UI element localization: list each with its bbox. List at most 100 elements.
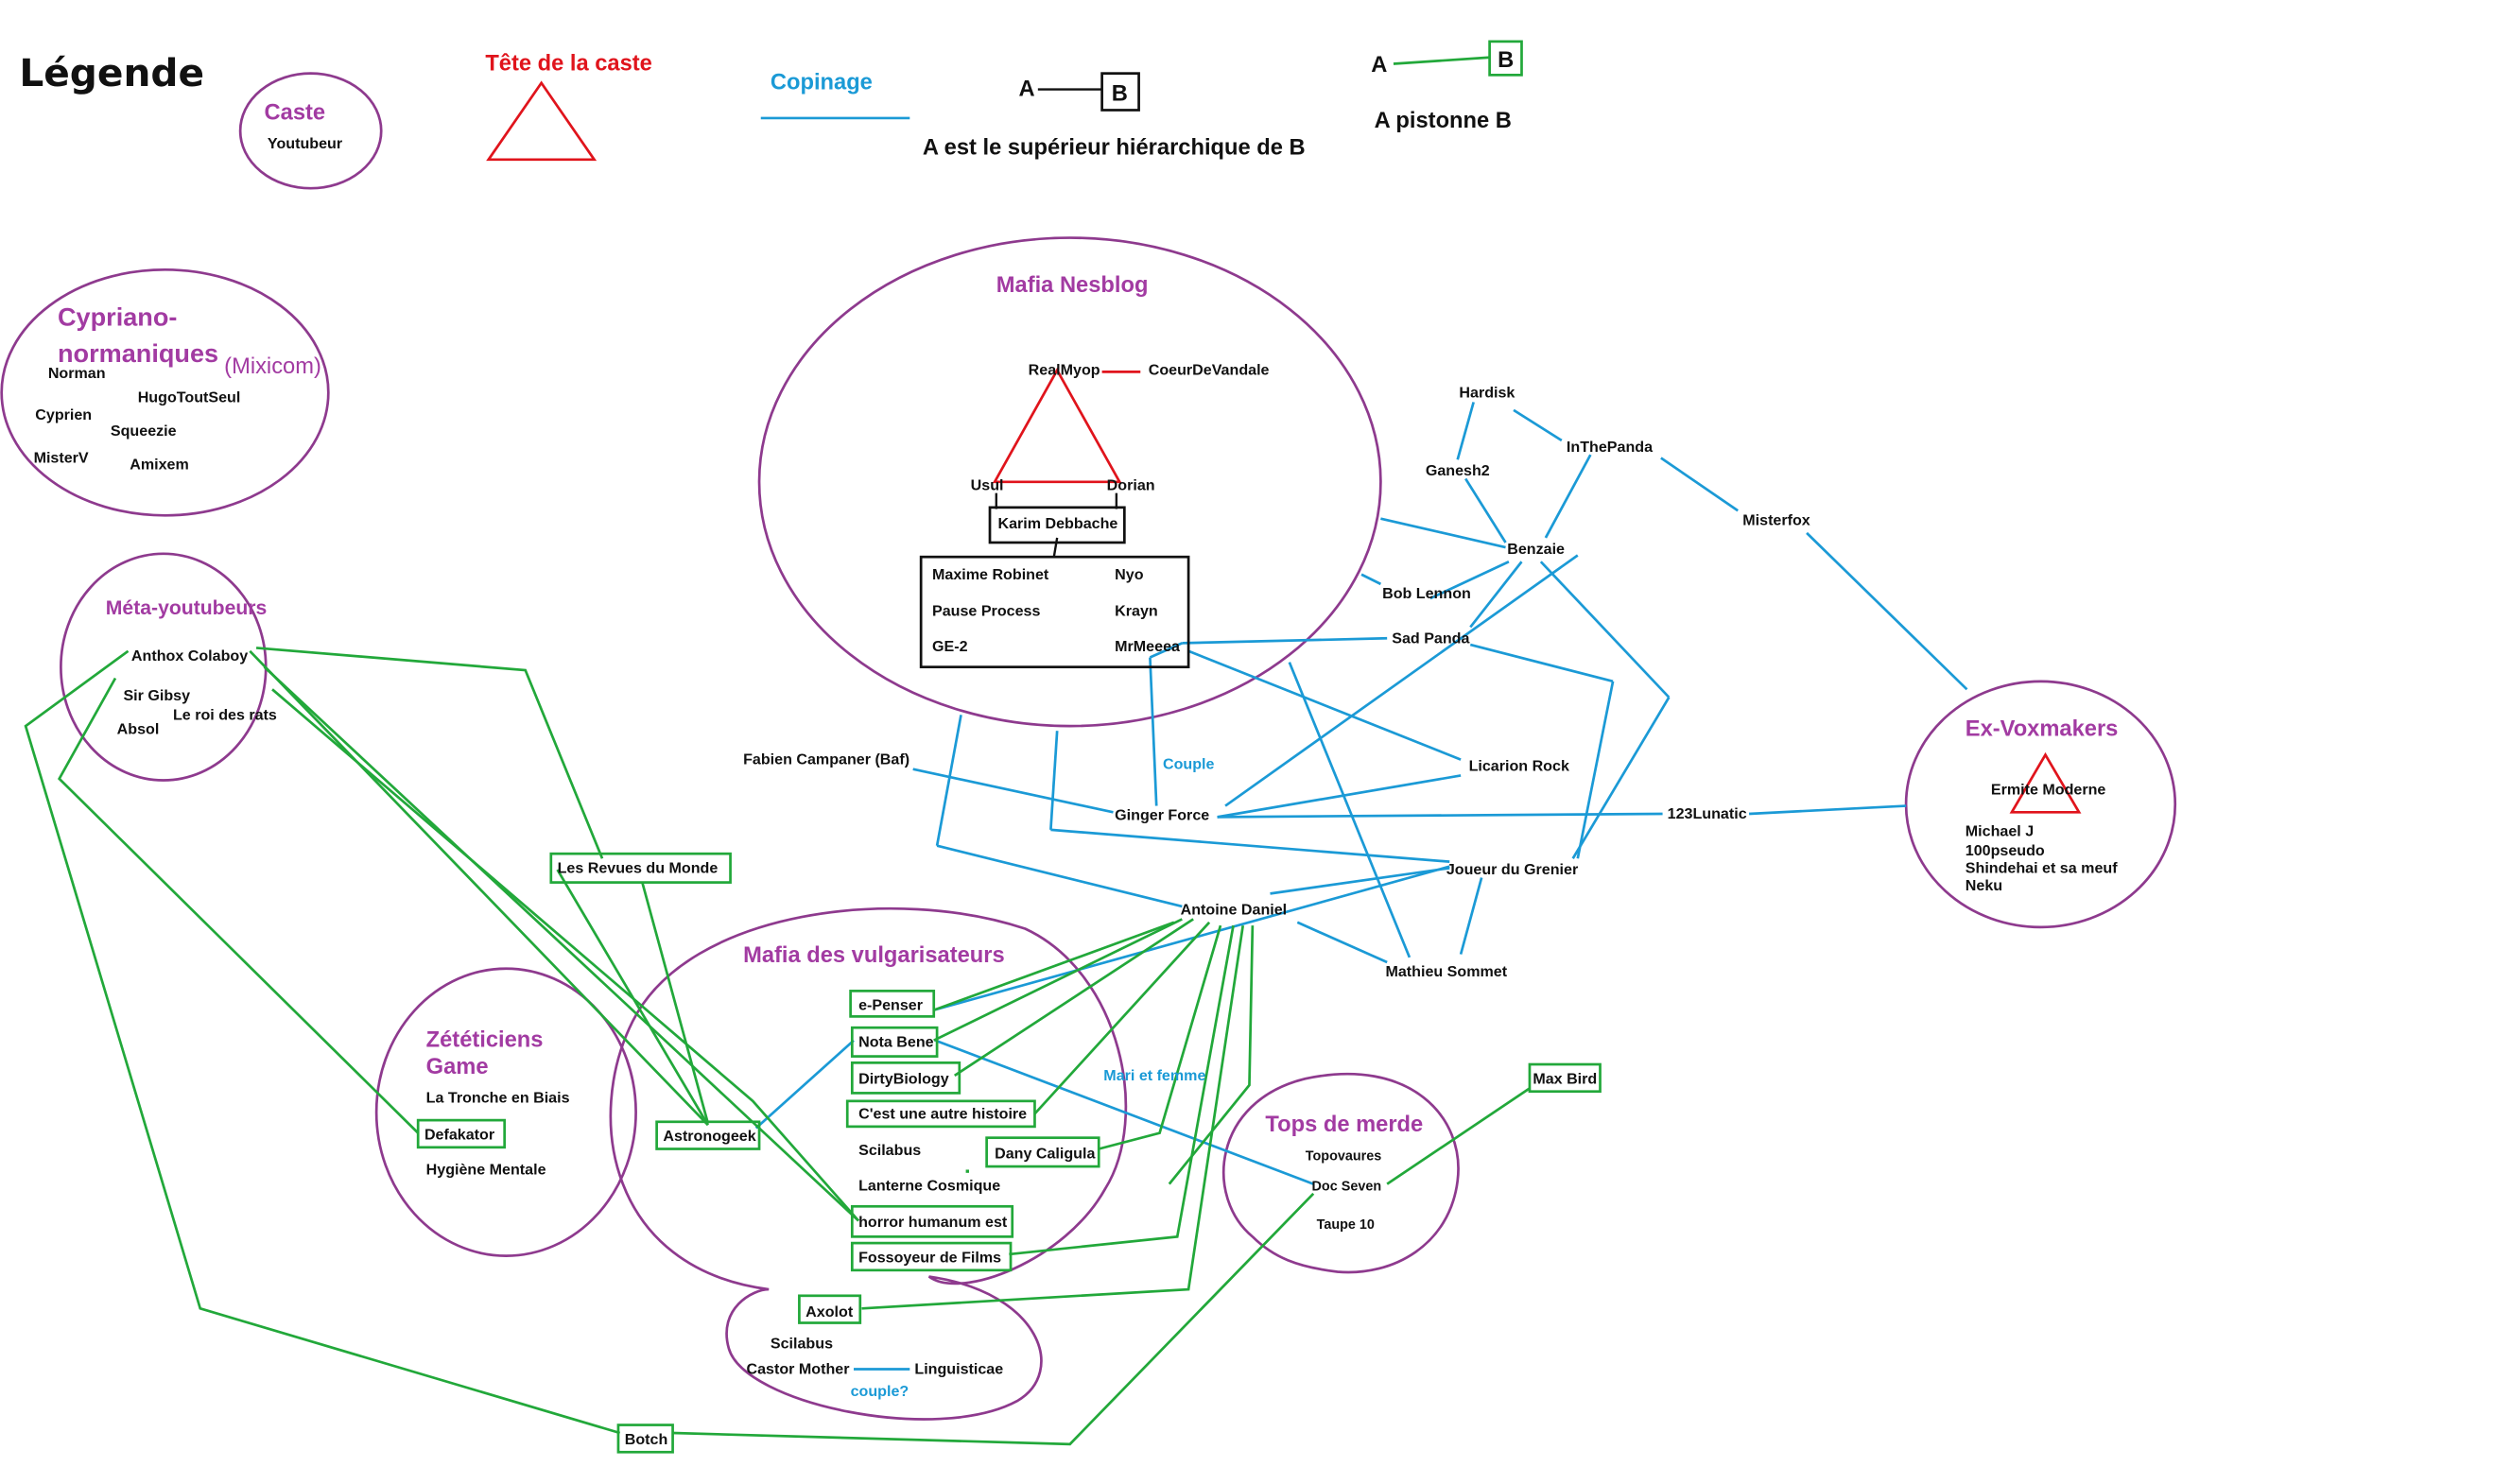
member-name: e-Penser [858, 997, 923, 1014]
box-dirty [850, 1061, 961, 1095]
member-name: Axolot [805, 1303, 854, 1320]
member-name: Shindehai et sa meuf [1966, 859, 2118, 876]
legend-caste-member: Youtubeur [268, 135, 342, 152]
annotation-couple-q: couple? [851, 1383, 909, 1400]
node-name: Hardisk [1459, 384, 1515, 401]
box-axolot [798, 1294, 862, 1324]
member-name: Absol [117, 721, 160, 738]
node-name: InThePanda [1567, 439, 1654, 456]
member-name: DirtyBiology [858, 1070, 949, 1087]
legend-pist-box [1488, 40, 1523, 77]
annotation-couple: Couple [1163, 756, 1215, 773]
member-name: Amixem [130, 456, 189, 473]
member-name: RealMyop [1029, 362, 1100, 379]
member-name: GE-2 [932, 638, 968, 655]
member-name: Ermite Moderne [1991, 782, 2106, 799]
legend-hier-box [1100, 72, 1140, 112]
member-name: Maxime Robinet [932, 566, 1049, 583]
member-name: MisterV [34, 450, 89, 467]
member-name: Pause Process [932, 603, 1040, 620]
member-name: Linguisticae [914, 1361, 1003, 1378]
caste-voxmakers-ellipse [1904, 680, 2177, 929]
legend-caste-label: Caste [265, 101, 326, 126]
member-name: Dany Caligula [995, 1146, 1096, 1163]
member-name: Astronogeek [663, 1128, 755, 1145]
node-name: Mathieu Sommet [1385, 963, 1507, 980]
member-name: MrMeeea [1115, 638, 1181, 655]
node-name: Joueur du Grenier [1446, 861, 1578, 878]
member-name: Karim Debbache [997, 515, 1117, 532]
member-name: Anthox Colaboy [131, 647, 248, 664]
member-name: Squeezie [111, 423, 177, 440]
legend-head-triangle [486, 80, 598, 162]
caste-cypriano-title-1: Cypriano- [58, 302, 177, 331]
node-name: Antoine Daniel [1181, 901, 1288, 918]
caste-tops-ellipse [1222, 1073, 1460, 1274]
annotation-mari: Mari et femme [1103, 1067, 1205, 1084]
box-horror [850, 1204, 1014, 1238]
member-name: Doc Seven [1312, 1179, 1382, 1194]
nesblog-subordinates-box [919, 555, 1190, 669]
member-name: Le roi des rats [173, 706, 277, 723]
member-name: C'est une autre histoire [858, 1105, 1027, 1122]
node-name: Ganesh2 [1426, 462, 1490, 479]
member-name: Sir Gibsy [123, 687, 190, 704]
caste-meta-title: Méta-youtubeurs [106, 597, 267, 619]
member-name: 100pseudo [1966, 842, 2045, 859]
legend-head-label: Tête de la caste [485, 51, 652, 76]
caste-cypriano-subtitle: (Mixicom) [224, 354, 321, 379]
karim-box [988, 506, 1126, 544]
member-name: Fossoyeur de Films [858, 1249, 1001, 1266]
vox-head-triangle [2009, 751, 2082, 814]
node-name: CoeurDeVandale [1149, 362, 1270, 379]
legend-pist-a: A [1371, 53, 1387, 78]
member-name: La Tronche en Biais [426, 1090, 570, 1107]
legend-title: Légende [19, 50, 204, 95]
member-name: Taupe 10 [1317, 1217, 1375, 1233]
box-epenser [849, 990, 936, 1018]
legend-pist-line [1393, 56, 1490, 65]
member-name: Michael J [1966, 823, 2034, 840]
legend-pist-label: A pistonne B [1375, 109, 1512, 133]
box-maxbird [1528, 1062, 1602, 1094]
legend-hier-label: A est le supérieur hiérarchique de B [923, 136, 1306, 161]
caste-vulga-ellipse [609, 906, 1128, 1421]
friendship-lines [754, 402, 1968, 1371]
member-name: Defakator [424, 1126, 494, 1143]
member-name: Topovaures [1306, 1148, 1381, 1164]
member-name: Nyo [1115, 566, 1144, 583]
box-revues [549, 852, 732, 884]
caste-tops-title: Tops de merde [1265, 1113, 1423, 1137]
box-notabene [850, 1026, 939, 1058]
member-name: horror humanum est [858, 1214, 1008, 1231]
member-name: Cyprien [35, 406, 92, 423]
caste-zetet-title-1: Zététiciens [426, 1027, 544, 1052]
node-name: Licarion Rock [1469, 757, 1569, 774]
node-name: Fabien Campaner (Baf) [743, 751, 909, 768]
legend-hier-b: B [1112, 81, 1128, 106]
piston-lines [24, 647, 1531, 1446]
box-botch [616, 1424, 674, 1454]
nesblog-head-triangle [992, 367, 1122, 484]
caste-nesblog-title: Mafia Nesblog [996, 273, 1149, 298]
box-dany [985, 1136, 1100, 1168]
legend-friendship-label: Copinage [771, 71, 873, 95]
caste-voxmakers-title: Ex-Voxmakers [1966, 716, 2119, 741]
box-astronogeek [655, 1120, 761, 1150]
caste-cypriano-ellipse [0, 267, 330, 517]
legend-pist-b: B [1498, 48, 1514, 73]
node-name: Ginger Force [1115, 807, 1209, 824]
box-defakator [416, 1118, 507, 1149]
caste-meta-ellipse [60, 552, 268, 782]
caste-cypriano-title-2: normaniques [58, 339, 218, 368]
member-name: Norman [48, 365, 106, 382]
caste-zetet-ellipse [374, 967, 637, 1257]
caste-nesblog-ellipse [757, 236, 1382, 728]
box-fossoyeur [850, 1241, 1013, 1272]
member-name: Krayn [1115, 603, 1158, 620]
node-name: Les Revues du Monde [558, 859, 719, 876]
node-name: Bob Lennon [1382, 585, 1471, 602]
node-name: 123Lunatic [1668, 805, 1747, 822]
